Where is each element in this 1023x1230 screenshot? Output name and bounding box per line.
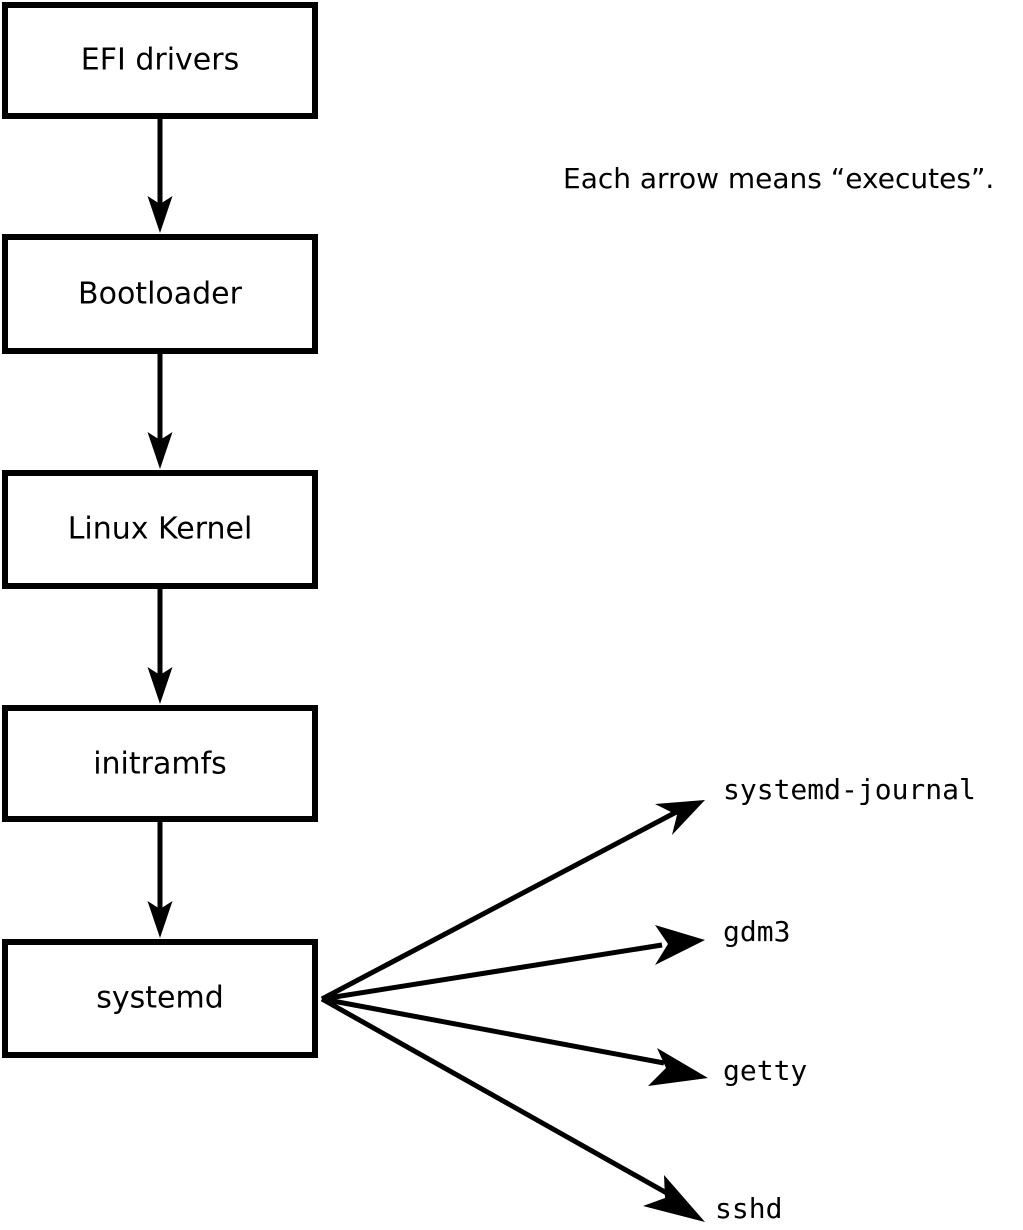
stage-box-label: systemd: [96, 981, 224, 1016]
flow-arrow-group: [147, 119, 173, 938]
service-arrow-gdm3: [321, 925, 705, 1002]
arrow-head-icon: [655, 800, 705, 835]
flow-arrow-efi-to-bootloader: [147, 119, 173, 233]
stage-box-label: Bootloader: [78, 277, 243, 312]
flow-arrow-bootloader-to-kernel: [147, 354, 173, 469]
arrow-shaft: [320, 806, 684, 1002]
stage-box-border: [2, 234, 318, 354]
stage-box-label: Linux Kernel: [68, 512, 253, 547]
stage-box-border: [2, 705, 318, 822]
stage-box-border: [2, 470, 318, 589]
diagram-caption: Each arrow means “executes”.: [563, 162, 994, 195]
service-label-systemd-journal: systemd-journal: [723, 773, 976, 806]
arrow-shaft: [321, 942, 663, 1002]
arrow-shaft: [320, 996, 674, 1199]
arrow-head-icon: [643, 1175, 705, 1222]
service-label-sshd: sshd: [715, 1192, 782, 1225]
arrow-head-icon: [147, 901, 173, 938]
arrow-head-icon: [147, 432, 173, 469]
arrow-head-icon: [648, 1048, 708, 1086]
boot-stage-group: EFI drivers Bootloader Linux Kernel init…: [2, 2, 318, 1058]
service-arrow-getty: [321, 996, 708, 1086]
stage-box-label: EFI drivers: [81, 43, 239, 78]
arrow-head-icon: [147, 667, 173, 704]
service-arrow-sshd: [320, 996, 705, 1222]
flow-arrow-kernel-to-initramfs: [147, 589, 173, 704]
service-label-getty: getty: [723, 1054, 807, 1087]
arrow-shaft: [321, 996, 665, 1066]
arrow-head-icon: [147, 196, 173, 233]
stage-box-efi-drivers[interactable]: EFI drivers: [2, 2, 318, 119]
arrow-head-icon: [655, 925, 705, 965]
service-arrow-systemd-journal: [320, 800, 705, 1002]
stage-box-bootloader[interactable]: Bootloader: [2, 234, 318, 354]
service-arrow-group: [320, 800, 708, 1222]
stage-box-linux-kernel[interactable]: Linux Kernel: [2, 470, 318, 589]
service-label-gdm3: gdm3: [723, 915, 790, 948]
stage-box-systemd[interactable]: systemd: [2, 939, 318, 1058]
stage-box-border: [2, 2, 318, 119]
service-label-group: systemd-journal gdm3 getty sshd: [715, 773, 976, 1225]
stage-box-label: initramfs: [93, 747, 227, 782]
flow-arrow-initramfs-to-systemd: [147, 822, 173, 938]
stage-box-initramfs[interactable]: initramfs: [2, 705, 318, 822]
stage-box-border: [2, 939, 318, 1058]
